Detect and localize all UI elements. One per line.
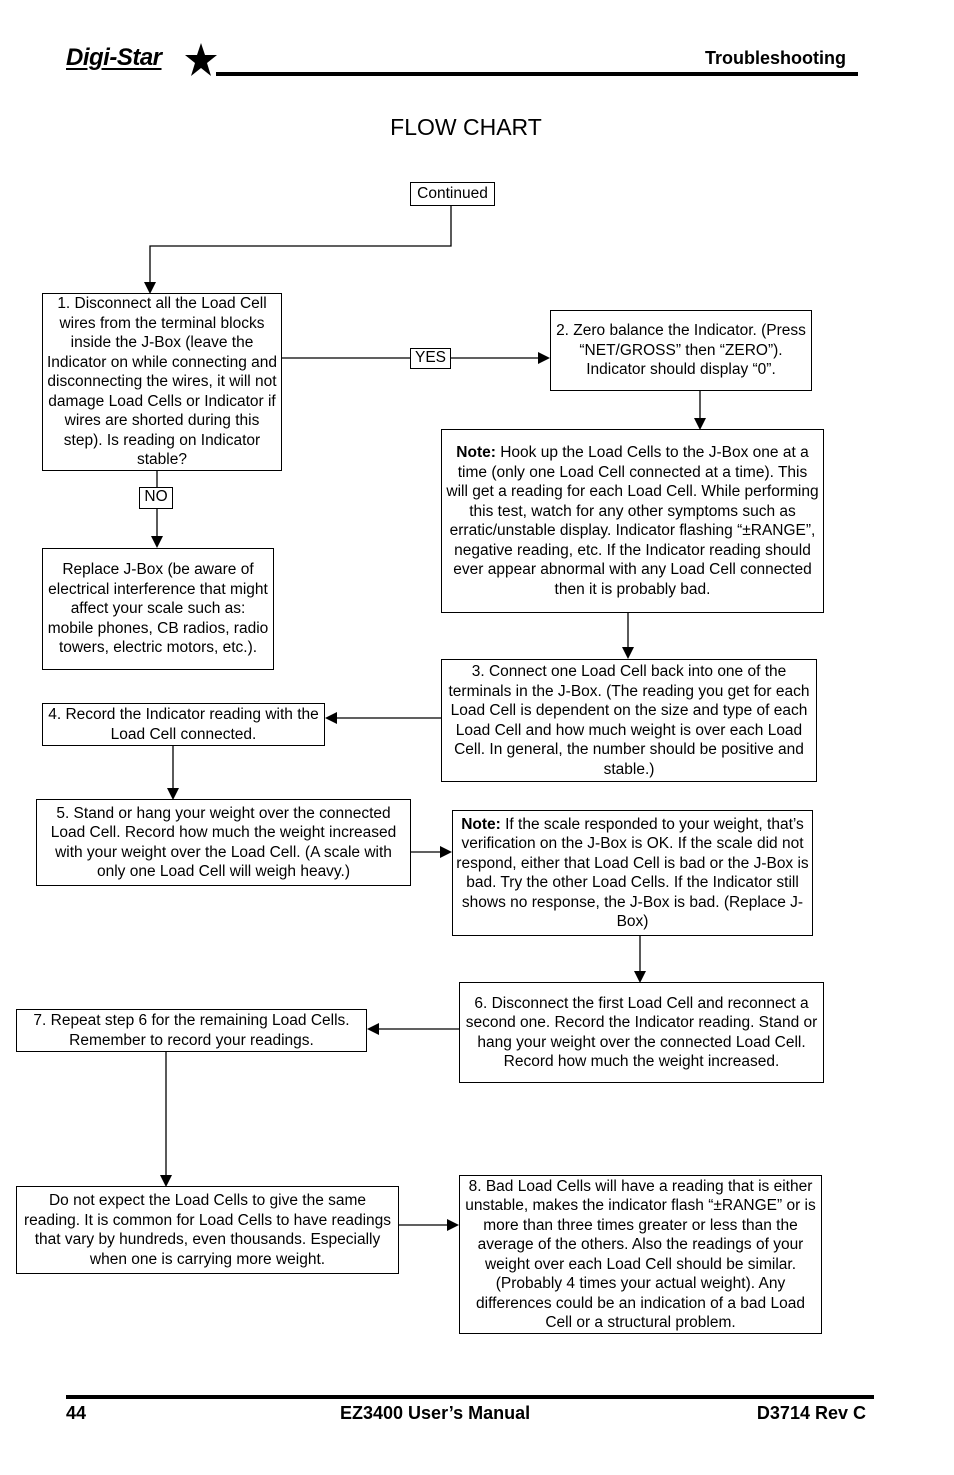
step5-text: 5. Stand or hang your weight over the co… <box>50 804 397 881</box>
step2-text: 2. Zero balance the Indicator. (Press “N… <box>556 322 806 379</box>
step7-text: 7. Repeat step 6 for the remaining Load … <box>33 1012 350 1049</box>
step6-text: 6. Disconnect the first Load Cell and re… <box>465 994 818 1071</box>
yes-label: YES <box>410 348 451 369</box>
footer-rule <box>66 1395 874 1399</box>
expect-note-text: Do not expect the Load Cells to give the… <box>23 1192 392 1268</box>
step2-box: 2. Zero balance the Indicator. (Press “N… <box>550 310 812 391</box>
note2-text: Note: If the scale responded to your wei… <box>456 815 809 932</box>
doc-code: D3714 Rev C <box>756 1403 866 1423</box>
continued-box: Continued <box>410 182 495 206</box>
step7-box: 7. Repeat step 6 for the remaining Load … <box>16 1009 367 1052</box>
section-title: Troubleshooting <box>705 48 846 68</box>
manual-title: EZ3400 User’s Manual <box>340 1403 531 1423</box>
page-title: FLOW CHART <box>390 114 542 140</box>
replace-jbox-box: Replace J-Box (be aware of electrical in… <box>42 548 274 670</box>
header-rule <box>216 72 858 76</box>
note1-body: Hook up the Load Cells to the J-Box one … <box>446 444 819 598</box>
star-icon <box>185 43 217 76</box>
no-label: NO <box>139 487 173 509</box>
note1-label: Note: <box>456 444 496 461</box>
note2-body: If the scale responded to your weight, t… <box>456 815 809 931</box>
note1-box: Note: Hook up the Load Cells to the J-Bo… <box>441 429 824 613</box>
note2-box: Note: If the scale responded to your wei… <box>452 810 813 936</box>
step4-text: 4. Record the Indicator reading with the… <box>48 706 319 743</box>
step6-box: 6. Disconnect the first Load Cell and re… <box>459 982 824 1083</box>
logo-text: Digi-Star <box>66 44 162 71</box>
connector-continued-step1 <box>144 205 452 294</box>
replace-jbox-text: Replace J-Box (be aware of electrical in… <box>47 561 269 657</box>
step4-box: 4. Record the Indicator reading with the… <box>42 703 325 746</box>
step1-text: 1. Disconnect all the Load Cell wires fr… <box>46 295 278 469</box>
step1-box: 1. Disconnect all the Load Cell wires fr… <box>42 293 282 471</box>
page-number: 44 <box>66 1403 87 1423</box>
continued-label: Continued <box>417 185 488 203</box>
note2-label: Note: <box>461 815 501 833</box>
digi-star-logo: Digi-Star <box>66 44 162 72</box>
step3-text: 3. Connect one Load Cell back into one o… <box>448 663 810 778</box>
step8-box: 8. Bad Load Cells will have a reading th… <box>459 1175 822 1334</box>
step8-text: 8. Bad Load Cells will have a reading th… <box>465 1177 816 1332</box>
step5-box: 5. Stand or hang your weight over the co… <box>36 799 411 886</box>
note1-text: Note: Hook up the Load Cells to the J-Bo… <box>445 443 820 599</box>
step3-box: 3. Connect one Load Cell back into one o… <box>441 659 817 782</box>
expect-note-box: Do not expect the Load Cells to give the… <box>16 1186 399 1274</box>
